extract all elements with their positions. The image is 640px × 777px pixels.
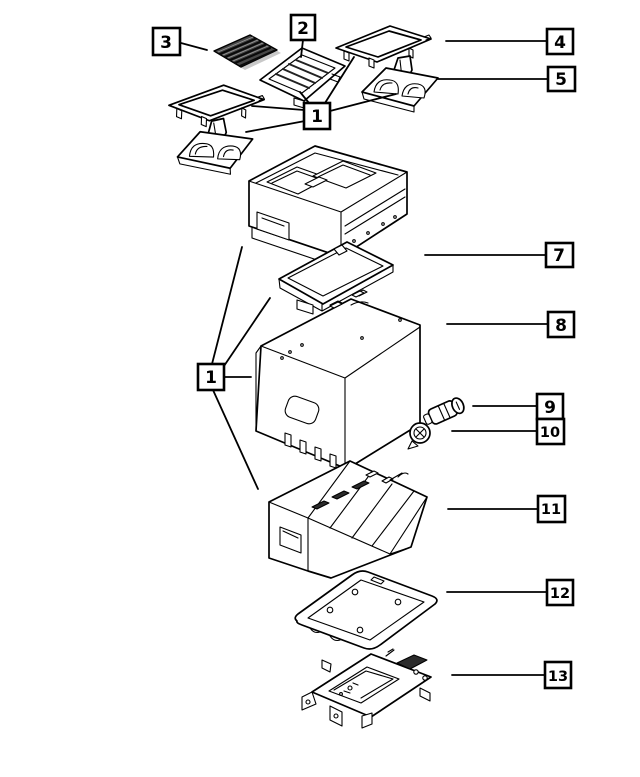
- callout-1-left[interactable]: 1: [196, 362, 226, 392]
- callout-11-label: 11: [541, 502, 561, 518]
- part-cupholder-bezel-left: [168, 84, 266, 128]
- leader-line-1b-base: [212, 389, 259, 490]
- callout-1-top[interactable]: 1: [302, 101, 332, 131]
- leader-line-1b-tray: [223, 297, 271, 367]
- callout-3-label: 3: [160, 33, 172, 53]
- callout-4[interactable]: 4: [545, 27, 575, 56]
- part-mounting-bracket: [301, 648, 432, 729]
- callout-12-label: 12: [550, 586, 570, 602]
- callout-2-label: 2: [297, 19, 309, 39]
- callout-1-top-label: 1: [311, 107, 323, 127]
- callout-9[interactable]: 9: [535, 392, 565, 421]
- callout-2[interactable]: 2: [289, 13, 317, 42]
- part-cupholder-insert-left: [176, 117, 254, 175]
- callout-7[interactable]: 7: [544, 241, 575, 269]
- part-lower-console-base: [268, 460, 428, 579]
- leader-line-1a-bezel-right: [324, 56, 355, 104]
- leader-line-1a-bezel-left: [251, 105, 305, 111]
- callout-11[interactable]: 11: [536, 494, 567, 524]
- callout-5[interactable]: 5: [546, 65, 577, 93]
- part-rubber-mat: [213, 34, 281, 70]
- callout-13-label: 13: [548, 669, 568, 685]
- callout-7-label: 7: [553, 246, 565, 266]
- leader-line-2: [300, 39, 304, 58]
- callout-12[interactable]: 12: [545, 578, 575, 607]
- leader-line-1a-cup-right: [329, 93, 397, 112]
- callout-8-label: 8: [555, 316, 567, 336]
- part-console-inner-tray: [278, 241, 394, 315]
- callout-13[interactable]: 13: [543, 660, 573, 690]
- part-console-body: [255, 290, 421, 470]
- callout-1-left-label: 1: [205, 368, 217, 388]
- part-console-base-plate: [294, 570, 438, 650]
- callout-10[interactable]: 10: [535, 417, 566, 446]
- callout-4-label: 4: [554, 33, 566, 53]
- leader-line-1a-tray: [299, 91, 310, 104]
- leader-line-1a-cup-left: [245, 120, 306, 133]
- callout-9-label: 9: [544, 398, 556, 418]
- callout-8[interactable]: 8: [546, 310, 576, 339]
- callout-10-label: 10: [540, 425, 560, 441]
- leader-line-3: [180, 42, 208, 51]
- leader-lines: [180, 39, 549, 676]
- callout-5-label: 5: [555, 70, 567, 90]
- callout-3[interactable]: 3: [151, 26, 182, 57]
- part-power-outlet-socket: [407, 422, 431, 450]
- part-armrest-storage-tray: [259, 47, 346, 109]
- part-cupholder-insert: [361, 55, 439, 113]
- part-upper-console-housing: [248, 145, 408, 308]
- part-power-outlet-plug: [423, 397, 465, 425]
- leader-line-1b-housing: [211, 246, 243, 365]
- part-cupholder-bezel: [335, 25, 432, 69]
